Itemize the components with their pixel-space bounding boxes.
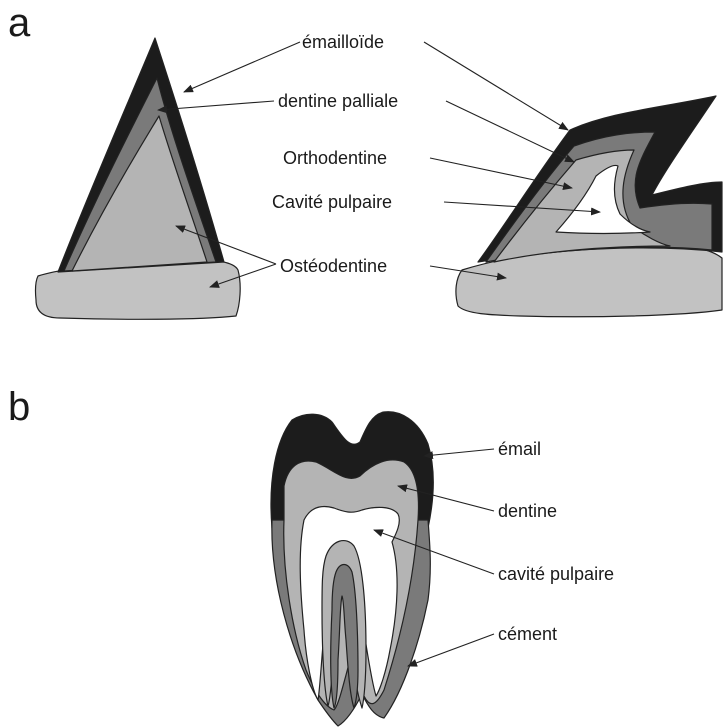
right-tooth xyxy=(456,96,722,317)
label-dentine: dentine xyxy=(498,501,557,521)
panel-label-b: b xyxy=(8,385,30,429)
label-orthodentine: Orthodentine xyxy=(283,148,387,168)
label-dentine-palliale: dentine palliale xyxy=(278,91,398,111)
left-conical-tooth xyxy=(35,38,240,319)
label-osteodentine: Ostéodentine xyxy=(280,256,387,276)
label-cavite-pulpaire-a: Cavité pulpaire xyxy=(272,192,392,212)
molar-tooth xyxy=(271,412,433,726)
label-cavite-pulpaire-b: cavité pulpaire xyxy=(498,564,614,584)
panel-label-a: a xyxy=(8,1,31,45)
label-emailloide: émailloïde xyxy=(302,32,384,52)
label-cement: cément xyxy=(498,624,557,644)
label-email: émail xyxy=(498,439,541,459)
